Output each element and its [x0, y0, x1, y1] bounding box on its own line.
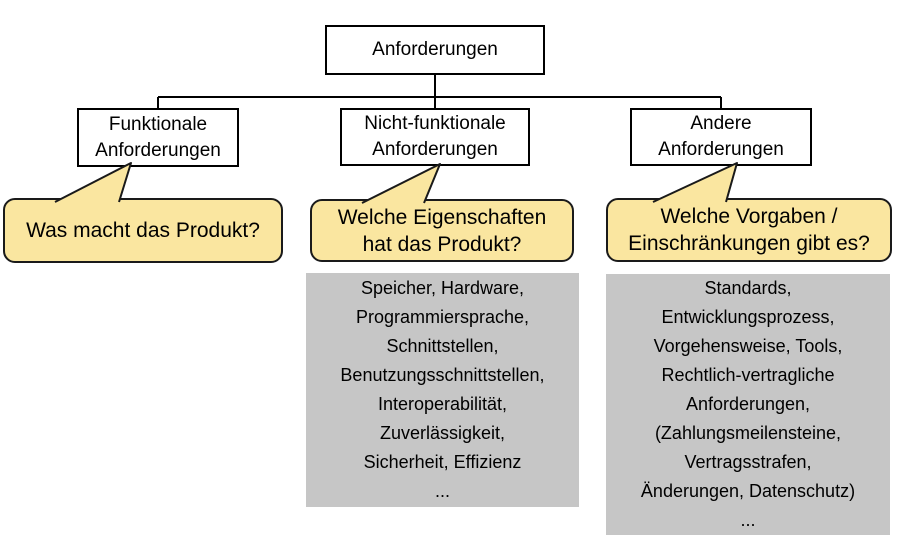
node-nicht-funktionale-anforderungen: Nicht-funktionale Anforderungen	[340, 108, 530, 166]
node-funktionale-anforderungen: Funktionale Anforderungen	[77, 108, 239, 167]
callout-tail-nichtfunk	[361, 163, 441, 204]
node-andere-anforderungen: Andere Anforderungen	[630, 108, 812, 166]
tree-connector-lines	[157, 75, 722, 108]
detail-box-andere: Standards, Entwicklungsprozess, Vorgehen…	[606, 274, 890, 535]
callout-was-macht-das-produkt: Was macht das Produkt?	[3, 198, 283, 263]
detail-box-nicht-funktional: Speicher, Hardware, Programmiersprache, …	[306, 273, 579, 507]
callout-tail-funktional	[54, 162, 132, 203]
node-anforderungen: Anforderungen	[325, 25, 545, 75]
callout-welche-vorgaben: Welche Vorgaben / Einschränkungen gibt e…	[606, 198, 892, 262]
callout-welche-eigenschaften: Welche Eigenschaften hat das Produkt?	[310, 199, 574, 262]
callout-tail-andere	[652, 162, 738, 203]
